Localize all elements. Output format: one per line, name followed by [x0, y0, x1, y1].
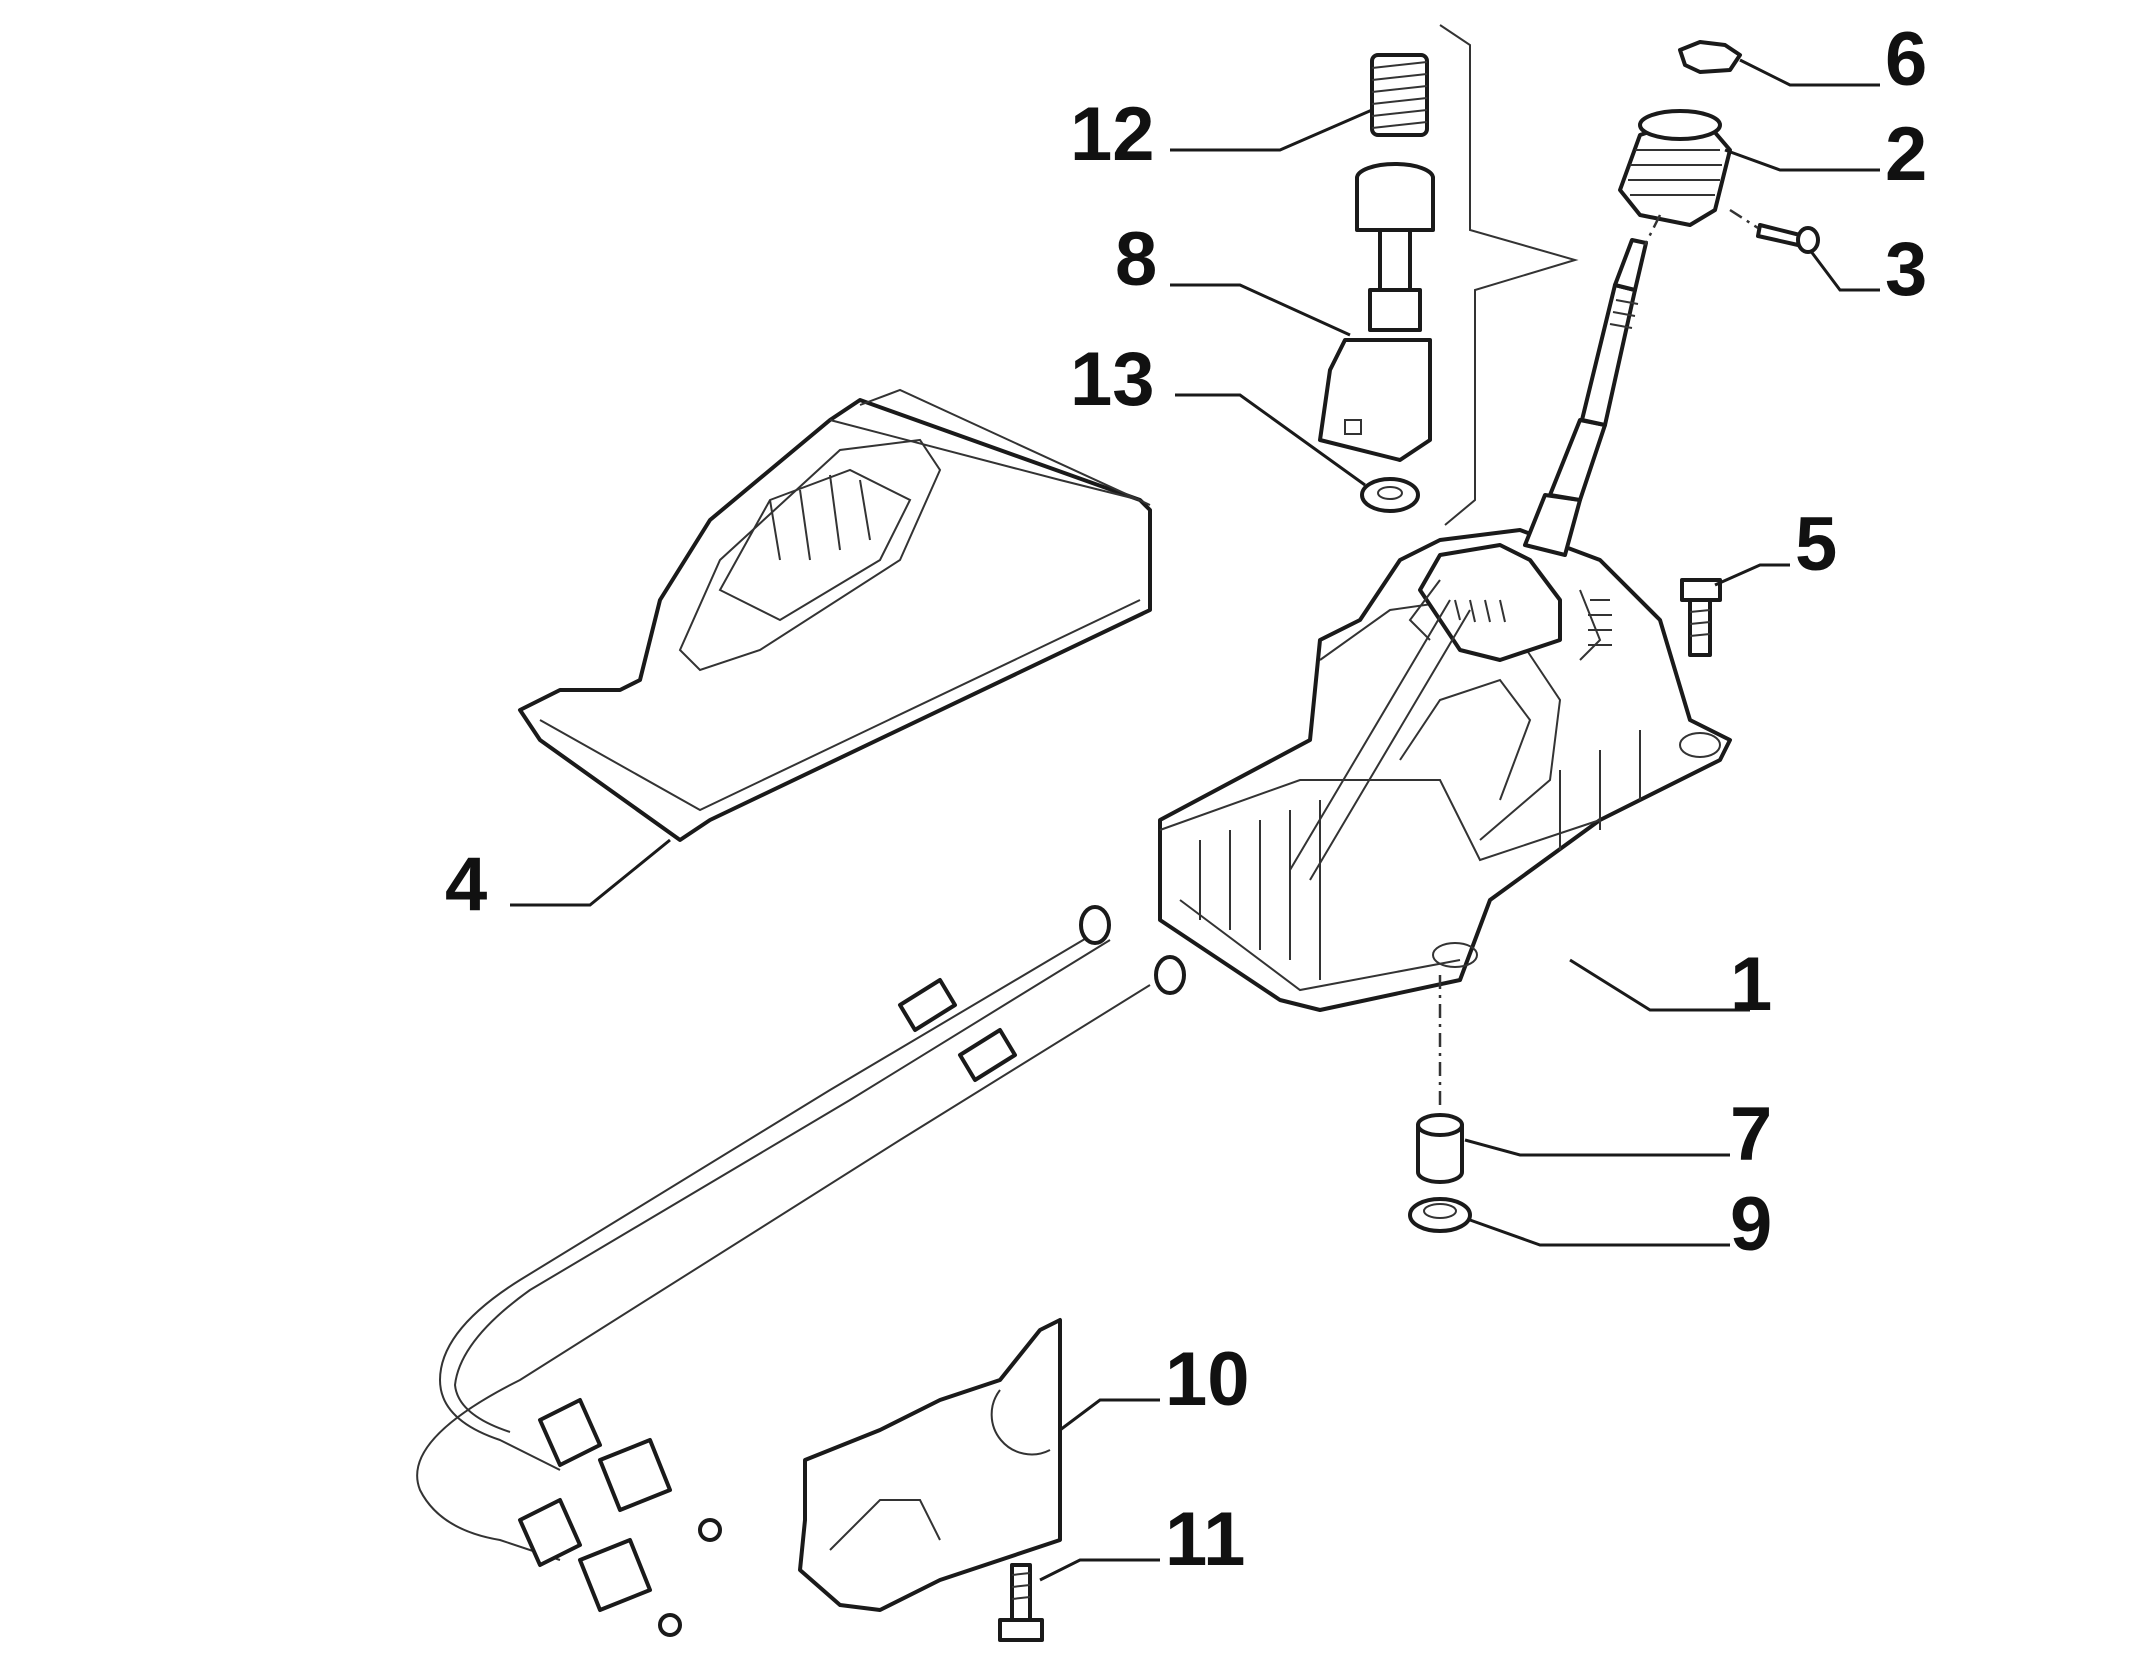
- part-cables: [416, 905, 1186, 1637]
- part-8-plunger: [1318, 162, 1435, 462]
- leader-3: [1808, 249, 1880, 292]
- leader-2: [1724, 148, 1880, 172]
- part-7-bushing: [1416, 975, 1464, 1184]
- part-13-washer: [1360, 477, 1420, 513]
- part-1-housing: [1158, 528, 1732, 1012]
- part-4-cover: [518, 388, 1152, 842]
- part-6-cap: [1678, 40, 1742, 74]
- leader-1: [1569, 958, 1750, 1012]
- callout-13: 13: [1070, 337, 1155, 422]
- part-3-screw: [1729, 208, 1820, 254]
- part-11-bolt: [998, 1563, 1044, 1642]
- callout-12: 12: [1070, 92, 1155, 177]
- callout-11: 11: [1165, 1497, 1245, 1582]
- callout-9: 9: [1730, 1182, 1772, 1267]
- callout-10: 10: [1165, 1337, 1250, 1422]
- leader-11: [1039, 1558, 1160, 1582]
- callout-5: 5: [1795, 502, 1837, 587]
- part-2-knob: [1618, 109, 1732, 246]
- leader-4: [510, 838, 671, 907]
- callouts: 1 2 3 4 5 6 7 8 9 10 11 12 13: [445, 17, 1927, 1582]
- callout-2: 2: [1885, 112, 1927, 197]
- leader-5: [1714, 563, 1790, 587]
- callout-7: 7: [1730, 1092, 1772, 1177]
- leader-9: [1469, 1218, 1730, 1247]
- part-12-spring: [1370, 53, 1429, 137]
- callout-1: 1: [1730, 942, 1772, 1027]
- callout-8: 8: [1115, 217, 1157, 302]
- group-bracket: [1439, 24, 1579, 526]
- leader-6: [1739, 58, 1880, 87]
- leader-lines: [510, 58, 1880, 1582]
- callout-3: 3: [1885, 227, 1927, 312]
- part-10-shield: [798, 1318, 1062, 1612]
- part-9-grommet: [1408, 1197, 1472, 1233]
- leader-8: [1170, 283, 1351, 337]
- callout-6: 6: [1885, 17, 1927, 102]
- callout-4: 4: [445, 842, 487, 927]
- part-shift-rod: [1523, 238, 1648, 557]
- leader-13: [1175, 393, 1366, 487]
- leader-7: [1464, 1138, 1730, 1157]
- leader-12: [1170, 108, 1373, 152]
- leader-10: [1059, 1398, 1160, 1432]
- part-5-bolt: [1680, 578, 1722, 657]
